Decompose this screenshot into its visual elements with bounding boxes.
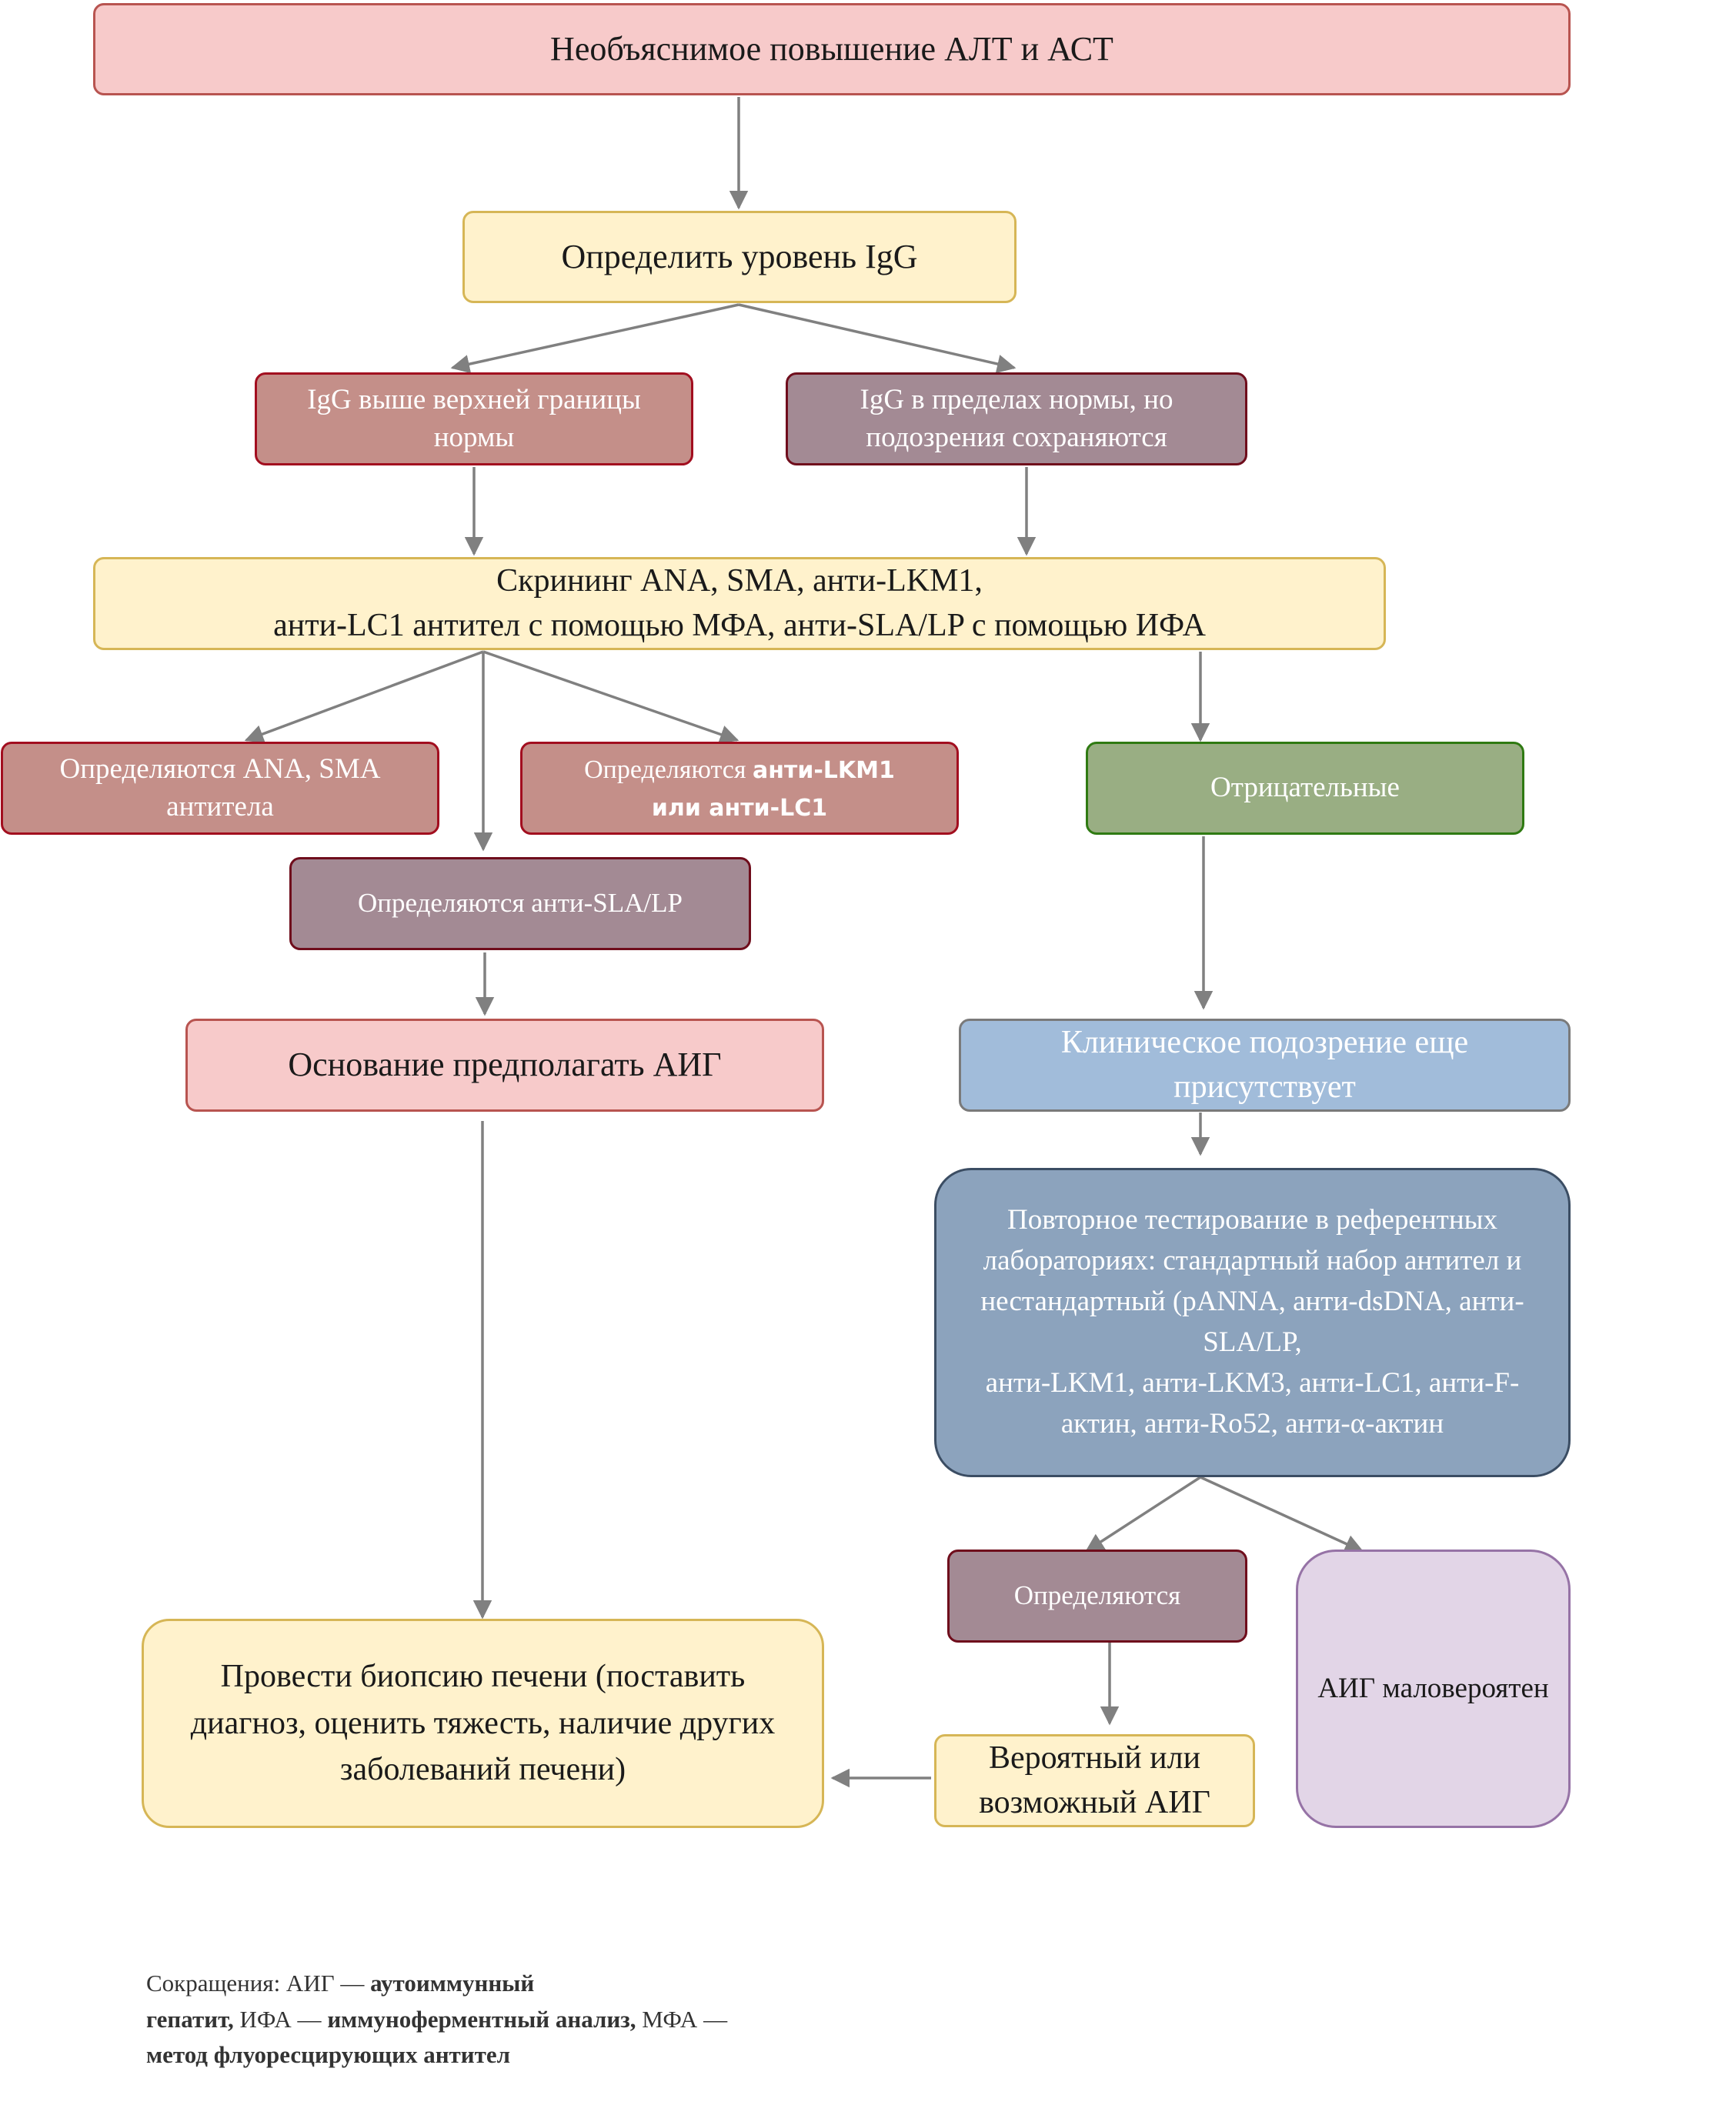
node-suspect-aih: Основание предполагать АИГ <box>185 1019 824 1112</box>
footnote-mfa-abbr: МФА — <box>636 2005 728 2033</box>
node-text-line1: Вероятный или <box>988 1740 1201 1776</box>
node-text-line5: анти-LKM1, анти-LKM3, анти-LC1, анти-F- <box>985 1366 1520 1399</box>
node-lkm1-lc1-detected: Определяются анти-LKM1 или анти-LC1 <box>520 742 959 835</box>
node-text: Определить уровень IgG <box>561 237 918 275</box>
arrow-n2-n3 <box>450 303 739 374</box>
node-text-line1: Провести биопсию печени (поставить <box>220 1658 746 1694</box>
node-text-line2: лабораториях: стандартный набор антител … <box>983 1245 1522 1277</box>
node-text-line2: присутствует <box>1173 1069 1356 1105</box>
node-aih-unlikely: АИГ маловероятен <box>1296 1550 1571 1828</box>
arrow-n5-n6 <box>244 650 484 743</box>
node-antibody-screening: Скрининг ANA, SMA, анти-LKM1, анти-LC1 а… <box>93 557 1386 650</box>
footnote-term-aih-2: гепатит, <box>146 2005 234 2033</box>
arrow-n12-n13 <box>1084 1476 1201 1553</box>
node-text-line1: IgG выше верхней границы <box>307 383 641 415</box>
node-sla-lp-detected: Определяются анти-SLA/LP <box>289 857 751 950</box>
node-text-line2: подозрения сохраняются <box>866 421 1167 453</box>
node-clinical-suspicion-remains: Клиническое подозрение еще присутствует <box>959 1019 1571 1112</box>
node-detected: Определяются <box>947 1550 1247 1643</box>
node-text-line1: IgG в пределах нормы, но <box>860 383 1173 415</box>
node-text-line6: актин, анти-Ro52, анти-α-актин <box>1060 1407 1444 1439</box>
node-ana-sma-detected: Определяются ANA, SMA антитела <box>1 742 439 835</box>
node-text: Необъяснимое повышение АЛТ и АСТ <box>550 29 1113 68</box>
node-igg-above-upper-limit: IgG выше верхней границы нормы <box>255 372 693 465</box>
node-igg-normal-suspicion: IgG в пределах нормы, но подозрения сохр… <box>786 372 1247 465</box>
arrow-n2-n4 <box>738 303 1017 374</box>
node-text-line3: нестандартный (pANNA, анти-dsDNA, анти- <box>980 1286 1524 1318</box>
node-text-line1: Определяются анти-LKM1 <box>584 750 895 791</box>
arrow-n5-n7 <box>482 650 739 744</box>
abbreviations-footnote: Сокращения: АИГ — аутоиммунный гепатит, … <box>146 1966 839 2073</box>
node-text-line2: или анти-LC1 <box>651 794 828 822</box>
footnote-term-ifa: иммуноферментный анализ, <box>327 2005 636 2033</box>
node-probable-possible-aih: Вероятный или возможный АИГ <box>934 1734 1255 1827</box>
footnote-label: Сокращения: АИГ — <box>146 1970 371 1997</box>
node-text-line3: заболеваний печени) <box>339 1752 626 1788</box>
node-text-line1: Клиническое подозрение еще <box>1060 1024 1469 1060</box>
node-text-line2: диагноз, оценить тяжесть, наличие других <box>190 1705 776 1741</box>
node-text-suffix: анти-LKM1 <box>752 756 895 784</box>
footnote-ifa-abbr: ИФА — <box>233 2005 328 2033</box>
node-text-prefix: Определяются <box>584 755 753 784</box>
node-liver-biopsy: Провести биопсию печени (поставить диагн… <box>142 1619 824 1828</box>
node-determine-igg: Определить уровень IgG <box>462 211 1017 303</box>
node-text-line2: анти-LC1 антител с помощью МФА, анти-SLA… <box>273 607 1206 643</box>
node-text: Основание предполагать АИГ <box>288 1046 722 1084</box>
node-text-line1: Скрининг ANA, SMA, анти-LKM1, <box>496 562 983 599</box>
arrow-n12-n14 <box>1200 1476 1364 1553</box>
node-text-line4: SLA/LP, <box>1203 1326 1302 1358</box>
footnote-term-aih-1: аутоиммунный <box>370 1970 535 1997</box>
node-text: Определяются анти-SLA/LP <box>358 888 683 919</box>
node-text-line2: нормы <box>433 421 515 453</box>
node-text: АИГ маловероятен <box>1317 1672 1549 1704</box>
node-text-line1: Определяются ANA, SMA <box>59 752 381 785</box>
node-negative: Отрицательные <box>1086 742 1524 835</box>
node-text: Определяются <box>1013 1580 1181 1611</box>
node-text-line2: возможный АИГ <box>979 1784 1210 1820</box>
node-text: Отрицательные <box>1210 772 1400 804</box>
footnote-term-mfa: метод флуоресцирующих антител <box>146 2041 511 2068</box>
node-repeat-testing-reference-labs: Повторное тестирование в референтных лаб… <box>934 1168 1571 1477</box>
node-text-line2: антитела <box>166 790 274 822</box>
node-text-line1: Повторное тестирование в референтных <box>1007 1204 1497 1236</box>
node-unexplained-alt-ast: Необъяснимое повышение АЛТ и АСТ <box>93 3 1571 95</box>
